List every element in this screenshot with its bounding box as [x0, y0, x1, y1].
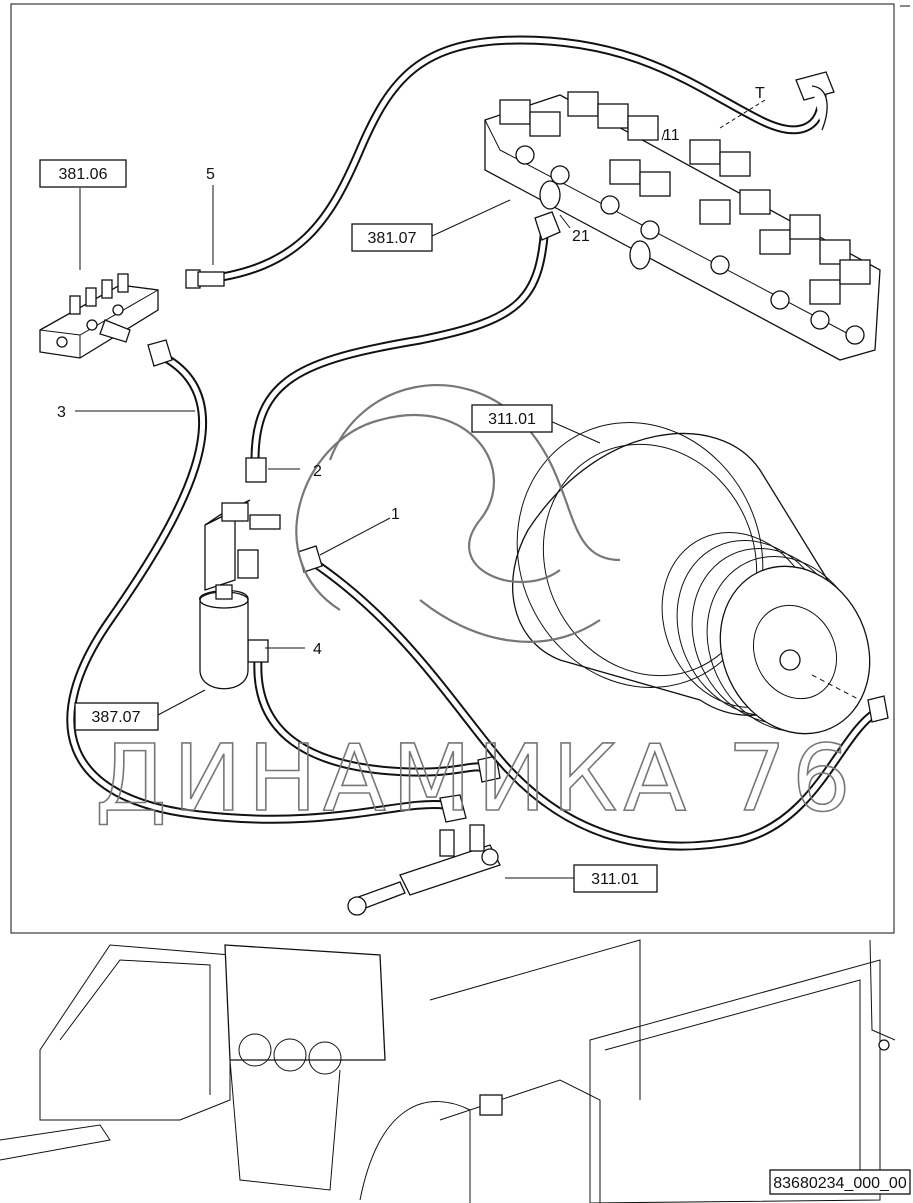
callout-311-01-bottom: 311.01 — [573, 864, 658, 893]
callout-381-07: 381.07 — [351, 223, 433, 252]
svg-text:83680234_000_00: 83680234_000_00 — [773, 1175, 907, 1192]
hose-3 — [66, 339, 467, 824]
callout-311-01-top: 311.01 — [471, 404, 553, 433]
hose-2 — [245, 211, 561, 483]
accumulator-assembly — [199, 499, 281, 690]
watermark-text: ДИНАМИКА 76 — [95, 725, 857, 832]
leader-lines — [75, 99, 766, 879]
hose-4 — [247, 639, 501, 783]
hose-5 — [185, 35, 835, 289]
valve-block-assembly — [484, 91, 881, 361]
drum-ribs — [661, 531, 871, 735]
callout-381-06: 381.06 — [39, 159, 127, 188]
label-hose-4: 4 — [313, 641, 322, 658]
svg-text:381.06: 381.06 — [59, 166, 108, 183]
watermark-logo: ДИНАМИКА 76 — [94, 384, 857, 833]
machine-frame-context — [0, 939, 896, 1203]
svg-text:311.01: 311.01 — [591, 871, 639, 888]
label-hose-3: 3 — [57, 404, 66, 421]
label-hose-5: 5 — [206, 166, 215, 183]
drum-motor — [511, 422, 871, 735]
callout-387-07: 387.07 — [74, 702, 159, 731]
svg-text:311.01: 311.01 — [488, 411, 536, 428]
svg-text:387.07: 387.07 — [92, 709, 141, 726]
label-port-t: T — [755, 85, 765, 102]
drawing-number-box: 83680234_000_00 — [769, 1169, 911, 1195]
label-hose-2: 2 — [313, 463, 322, 480]
hose-1 — [297, 545, 889, 851]
svg-text:381.07: 381.07 — [368, 230, 417, 247]
label-hose-1: 1 — [391, 506, 400, 523]
drawing-frame — [10, 3, 895, 934]
label-port-11: 11 — [663, 127, 680, 144]
hydraulic-cylinder — [347, 824, 501, 916]
manifold-block — [39, 273, 159, 359]
label-port-21: 21 — [572, 228, 590, 245]
